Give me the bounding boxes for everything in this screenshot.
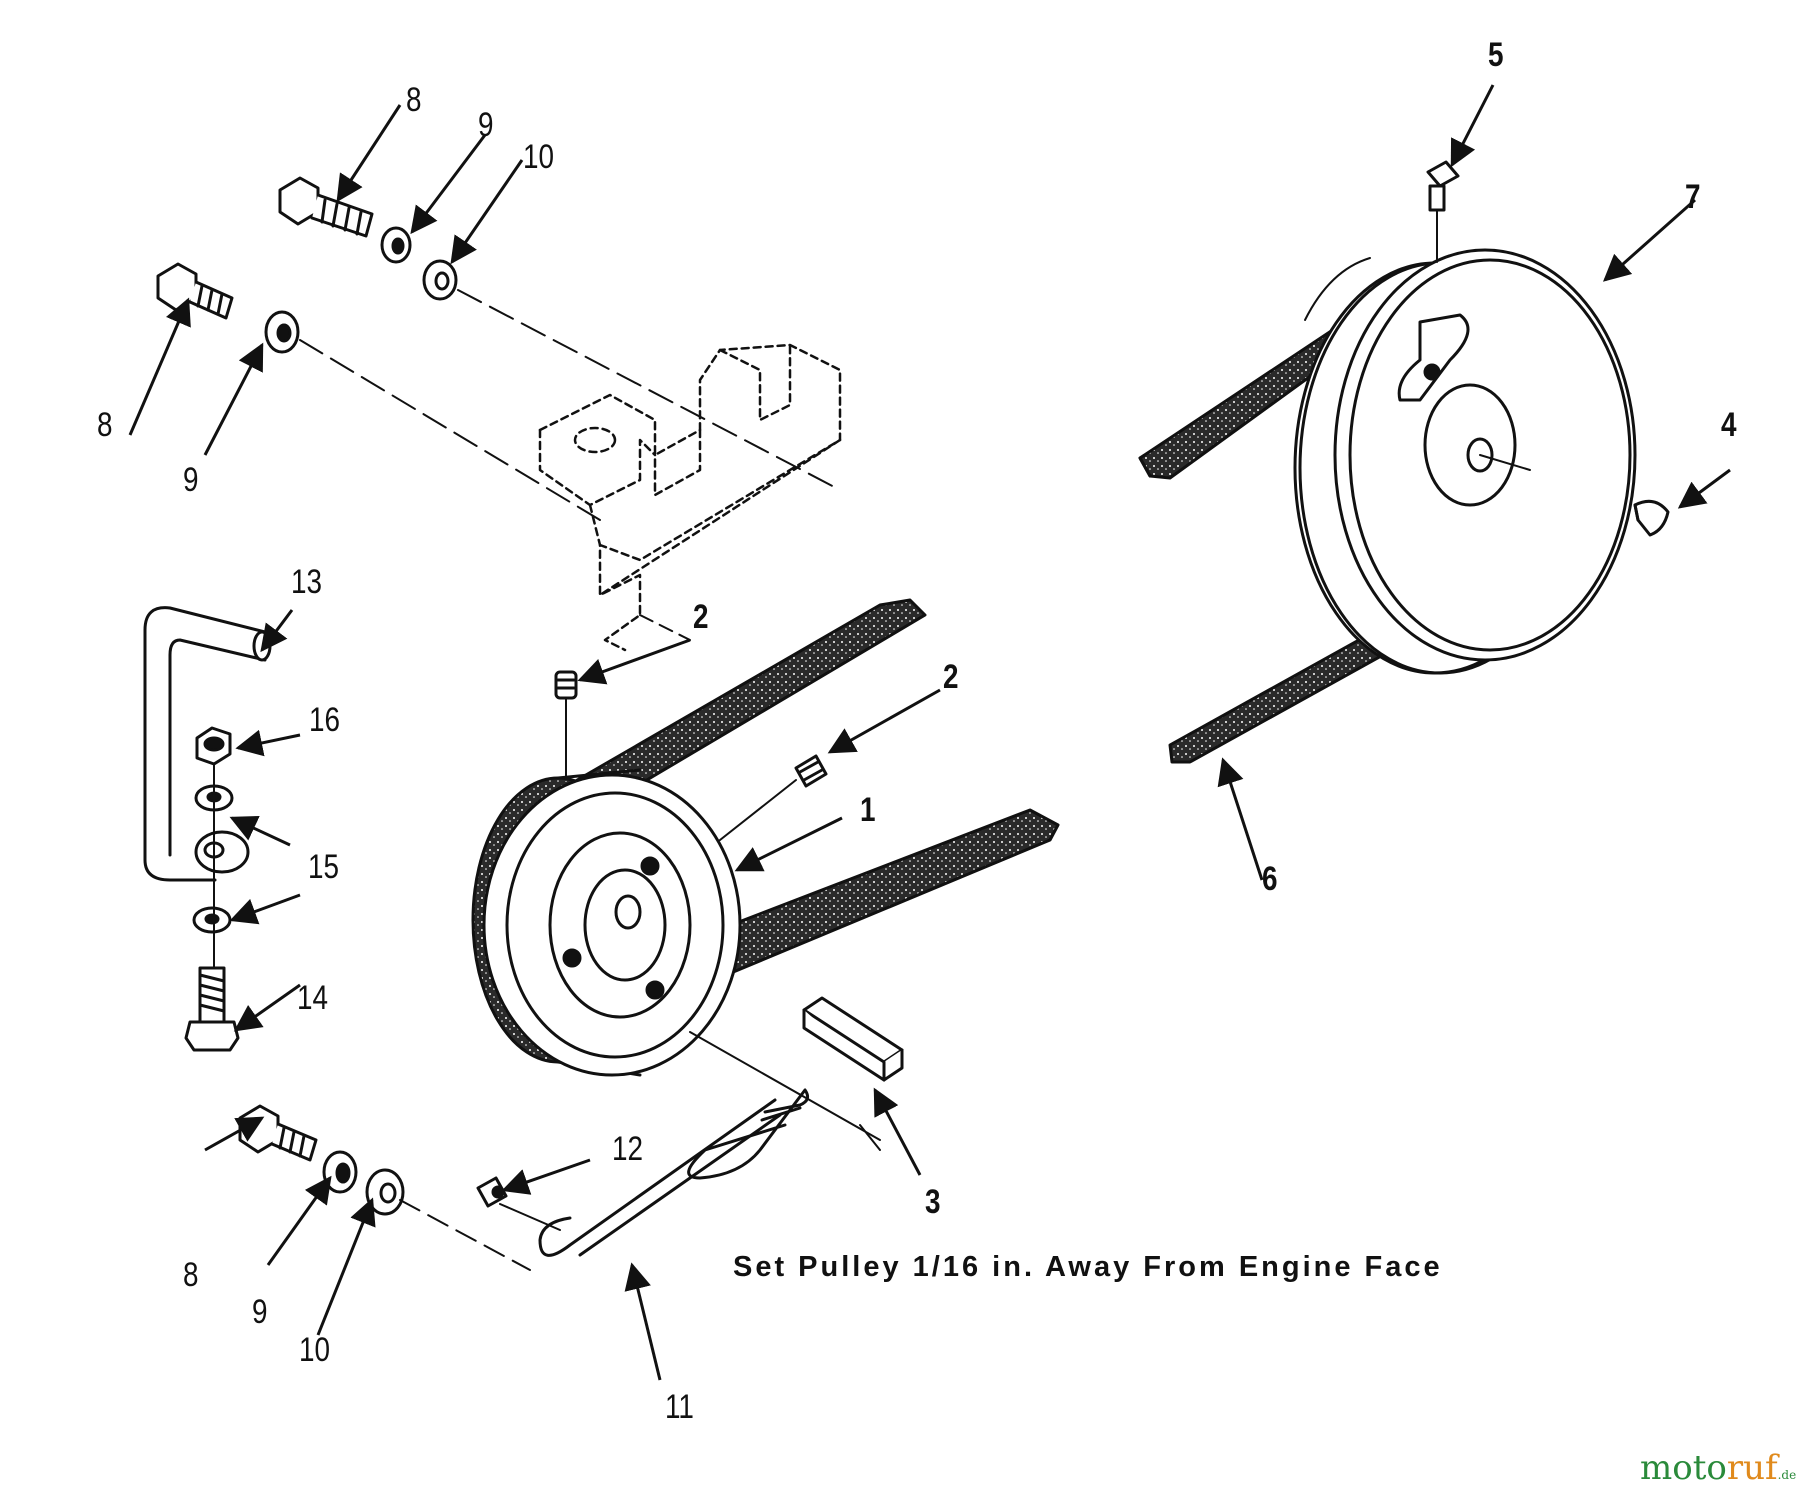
axis-line (457, 289, 841, 491)
set-screw-2-side (794, 754, 828, 788)
callout-5: 5 (1488, 36, 1504, 74)
mounting-bracket-phantom (538, 343, 842, 652)
callout-2-top: 2 (693, 598, 709, 636)
callout-14: 14 (297, 979, 329, 1017)
callout-8-left: 8 (97, 406, 113, 444)
callout-4: 4 (1721, 406, 1737, 444)
leader-6 (1217, 757, 1264, 881)
washer-15-lower (192, 906, 232, 934)
callout-15-a: 15 (308, 848, 340, 886)
washer-9-left (264, 310, 300, 354)
washer-9-bottom (322, 1150, 358, 1194)
leader-12 (501, 1158, 591, 1195)
callout-9-bottom: 9 (252, 1293, 268, 1331)
callout-10-bottom: 10 (299, 1331, 331, 1369)
bolt-8-bottom (238, 1104, 318, 1162)
callout-7: 7 (1685, 178, 1701, 216)
callout-8-bottom: 8 (183, 1256, 199, 1294)
bolt-14 (184, 966, 240, 1052)
callout-3: 3 (925, 1183, 941, 1221)
idler-arm-11 (538, 1088, 810, 1257)
bolt-8-top (278, 176, 374, 238)
leader-8-bottom (204, 1116, 265, 1152)
key-3 (802, 996, 904, 1082)
callout-9-left: 9 (183, 461, 199, 499)
leader-10-top (450, 159, 524, 265)
bolt-8-left (156, 262, 234, 320)
callout-16: 16 (309, 701, 341, 739)
washer-10-bottom (365, 1168, 405, 1216)
watermark-accent: ruf (1726, 1448, 1778, 1488)
leader-3 (873, 1087, 922, 1176)
set-screw-2-top (554, 670, 578, 700)
leader-9-top (410, 134, 487, 235)
callout-12: 12 (612, 1130, 644, 1168)
watermark-suffix: .de (1777, 1468, 1797, 1482)
callout-13: 13 (291, 563, 323, 601)
washer-10-top (422, 259, 458, 301)
callout-11: 11 (665, 1388, 694, 1426)
leader-2-side (827, 688, 941, 754)
leader-8-top (336, 104, 402, 203)
v-belt-upper (558, 598, 927, 792)
leader-7 (1602, 198, 1696, 282)
callout-2-side: 2 (943, 658, 959, 696)
watermark-logo: motoruf.de (1640, 1448, 1796, 1488)
v-belt-lower (638, 808, 1060, 992)
engine-pulley-1 (471, 768, 742, 1077)
leader-11 (624, 1262, 662, 1381)
callout-1: 1 (860, 791, 876, 829)
transmission-pulley-7 (1293, 248, 1637, 675)
bracket-eye (194, 830, 250, 874)
set-screw-5 (1426, 160, 1460, 212)
watermark-main: moto (1640, 1448, 1727, 1488)
callout-8-top: 8 (406, 81, 422, 119)
axis-line (299, 339, 601, 521)
callout-9-top: 9 (478, 106, 494, 144)
washer-9-top (380, 226, 412, 264)
leader-13 (260, 609, 294, 653)
leader-15-upper (229, 816, 291, 847)
leader-10-bottom (316, 1197, 376, 1336)
woodruff-key-4 (1633, 499, 1670, 537)
leader-9-left (203, 342, 264, 456)
leader-1 (734, 816, 843, 872)
set-screw-12 (476, 1176, 508, 1208)
leader-9-bottom (266, 1175, 332, 1266)
assembly-note-caption: Set Pulley 1/16 in. Away From Engine Fac… (733, 1251, 1443, 1283)
leader-15-lower (229, 893, 301, 925)
leader-4 (1677, 468, 1731, 509)
callout-6: 6 (1262, 860, 1278, 898)
leader-14 (233, 983, 301, 1032)
leader-5 (1450, 84, 1495, 168)
nut-16 (195, 726, 232, 766)
leader-8-left (128, 297, 191, 436)
leader-2-top (577, 638, 691, 685)
leader-16 (235, 729, 301, 757)
callout-10-top: 10 (523, 138, 555, 176)
